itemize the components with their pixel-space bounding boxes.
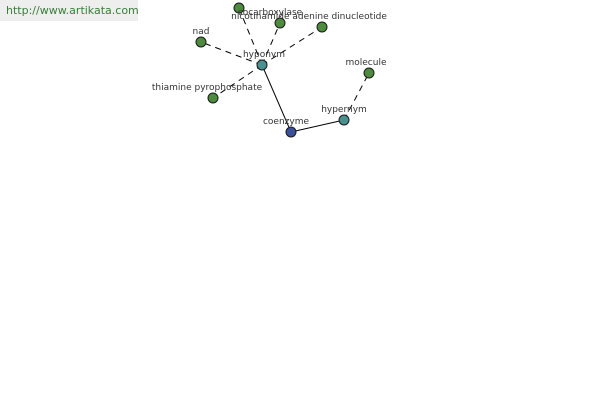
node-label-cocarboxylase[interactable]: cocarboxylase (238, 8, 303, 18)
node-label-coenzyme[interactable]: coenzyme (263, 117, 310, 127)
graph-nodes (195, 2, 375, 138)
edge-coenzyme-hypernym (290, 119, 345, 133)
edge-hyponym-nicotinamide-adenine-dinucleotide-2 (261, 26, 323, 66)
node-label-nad[interactable]: nad (193, 27, 210, 37)
graph-edges (200, 7, 370, 133)
site-url-link[interactable]: http://www.artikata.com (0, 0, 139, 21)
edge-coenzyme-hyponym (261, 64, 292, 133)
node-nicotinamide-adenine-dinucleotide[interactable] (274, 17, 286, 29)
node-label-molecule[interactable]: molecule (345, 58, 386, 68)
node-hyponym[interactable] (256, 59, 268, 71)
node-thiamine-pyrophosphate[interactable] (207, 92, 219, 104)
node-nicotinamide-adenine-dinucleotide-2[interactable] (316, 21, 328, 33)
node-label-nicotinamide-adenine-dinucleotide[interactable]: nicotinamide adenine dinucleotide (231, 12, 387, 22)
node-molecule[interactable] (363, 67, 375, 79)
node-hypernym[interactable] (338, 114, 350, 126)
graph-labels: coenzyme hyponym hypernym nad cocarboxylasen… (152, 8, 387, 127)
edge-hyponym-thiamine-pyrophosphate (212, 64, 263, 99)
node-label-hypernym[interactable]: hypernym (321, 105, 367, 115)
node-label-thiamine-pyrophosphate[interactable]: thiamine pyrophosphate (152, 83, 263, 93)
edge-hypernym-molecule (343, 72, 370, 121)
node-cocarboxylase[interactable] (233, 2, 245, 14)
edge-hyponym-nicotinamide-adenine-dinucleotide (261, 22, 281, 66)
node-coenzyme[interactable] (285, 126, 297, 138)
node-label-hyponym[interactable]: hyponym (243, 50, 285, 60)
node-nad[interactable] (195, 36, 207, 48)
